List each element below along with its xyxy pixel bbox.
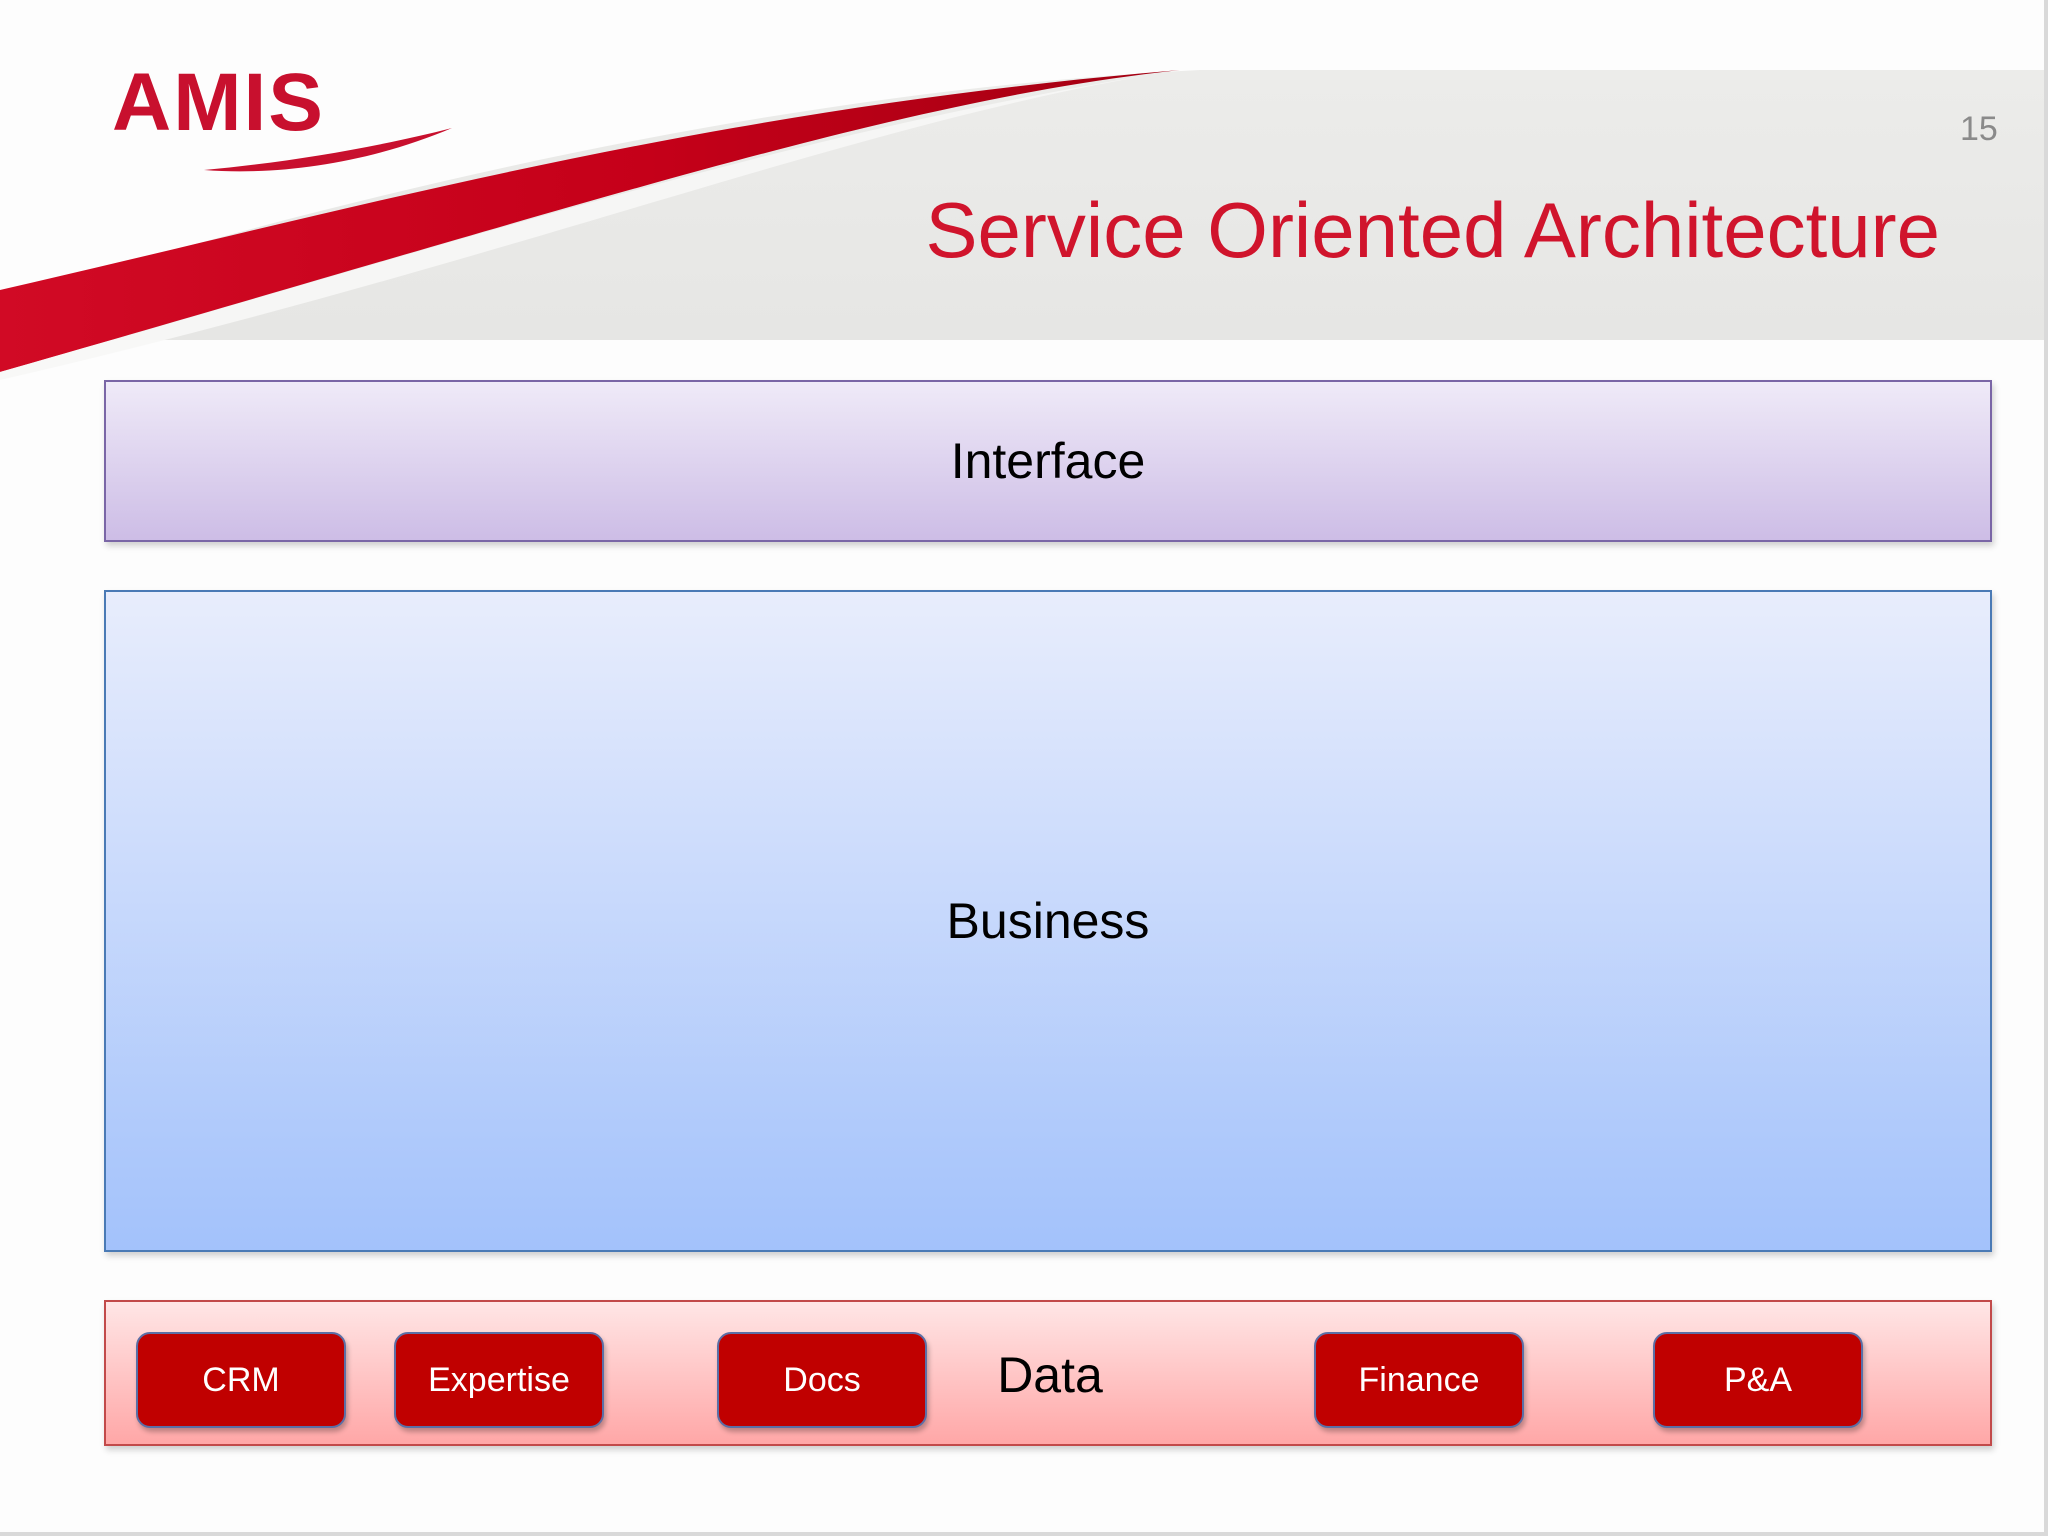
interface-layer: Interface xyxy=(104,380,1992,542)
business-layer-label: Business xyxy=(946,893,1150,949)
service-docs[interactable]: Docs xyxy=(717,1332,927,1428)
amis-logo: AMIS xyxy=(112,58,472,188)
service-p-and-a[interactable]: P&A xyxy=(1653,1332,1863,1428)
service-finance[interactable]: Finance xyxy=(1314,1332,1524,1428)
service-expertise[interactable]: Expertise xyxy=(394,1332,604,1428)
business-layer: Business xyxy=(104,590,1992,1252)
data-layer-label: Data xyxy=(997,1347,1103,1403)
logo-wordmark: AMIS xyxy=(112,57,325,148)
page-number: 15 xyxy=(1960,110,1998,148)
interface-layer-label: Interface xyxy=(950,433,1146,489)
slide-title: Service Oriented Architecture xyxy=(925,186,1940,274)
header-swoosh-band xyxy=(0,70,2044,380)
service-crm[interactable]: CRM xyxy=(136,1332,346,1428)
logo-swoosh-icon xyxy=(204,128,452,172)
